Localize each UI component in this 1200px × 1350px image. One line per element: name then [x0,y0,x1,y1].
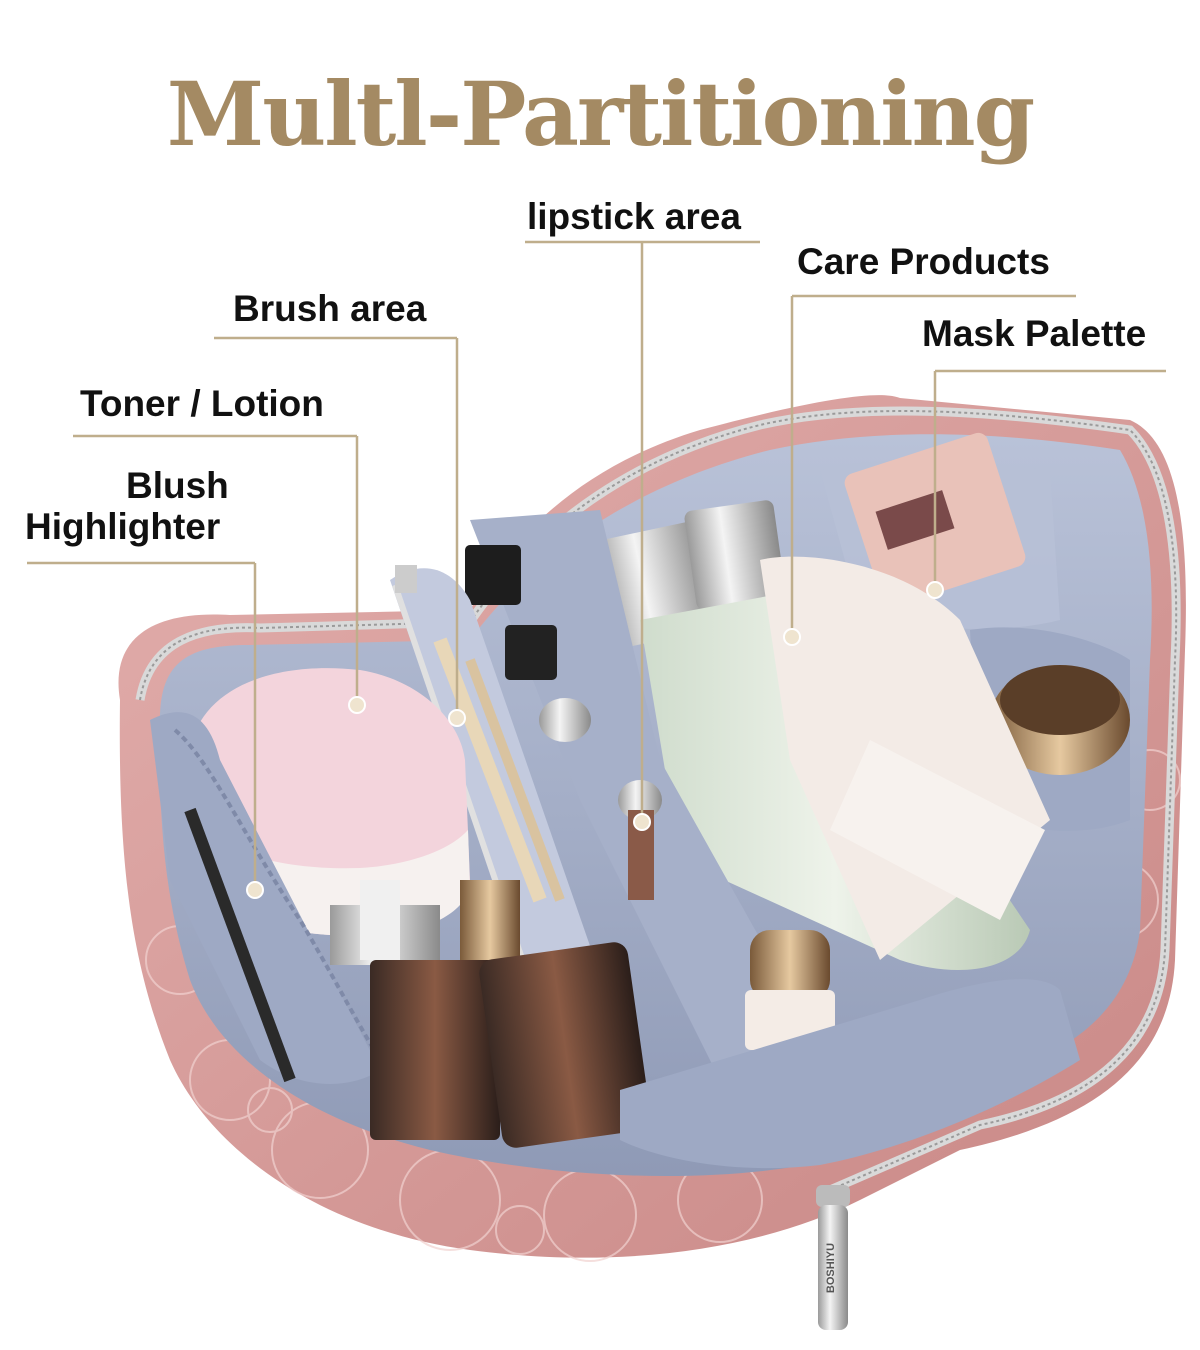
label-mask-palette: Mask Palette [922,313,1147,354]
label-brush-area: Brush area [233,288,427,329]
gold-jar [990,665,1130,775]
label-toner-lotion: Toner / Lotion [80,383,324,424]
zipper-brand-text: BOSHIYU [825,1243,837,1293]
label-care-products: Care Products [797,241,1050,282]
zipper-pull-icon: BOSHIYU [816,1185,850,1330]
lipsticks [465,545,662,900]
brush-pencil [184,807,296,1083]
label-highlighter: Highlighter [25,506,221,547]
callout-dot-icon [246,581,944,899]
front-bottles [330,880,835,1148]
page-title: Multl-Partitioning [166,62,1035,166]
label-blush: Blush [126,465,229,506]
care-products-bottles [591,500,1050,970]
label-lipstick-area: lipstick area [527,196,741,237]
